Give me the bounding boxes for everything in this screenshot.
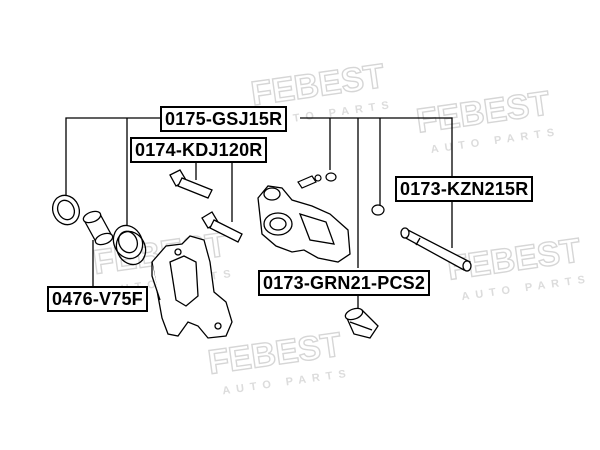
seal-ring xyxy=(51,194,81,226)
part-number-0173-grn21-pcs2: 0173-GRN21-PCS2 xyxy=(258,270,431,296)
caliper-bolts xyxy=(169,169,243,243)
bleeder-screw xyxy=(297,172,385,216)
dust-boot xyxy=(112,224,147,266)
part-number-0173-kzn215r: 0173-KZN215R xyxy=(395,176,534,202)
caliper-body xyxy=(257,185,351,263)
guide-pin xyxy=(400,227,472,272)
leader-lines xyxy=(65,117,453,310)
piston xyxy=(82,210,114,246)
part-number-0175-gsj15r: 0175-GSJ15R xyxy=(160,106,288,132)
part-number-0476-v75f: 0476-V75F xyxy=(47,286,148,312)
pin-boot xyxy=(344,307,379,339)
caliper-bracket xyxy=(151,235,233,339)
part-number-0174-kdj120r: 0174-KDJ120R xyxy=(130,137,268,163)
